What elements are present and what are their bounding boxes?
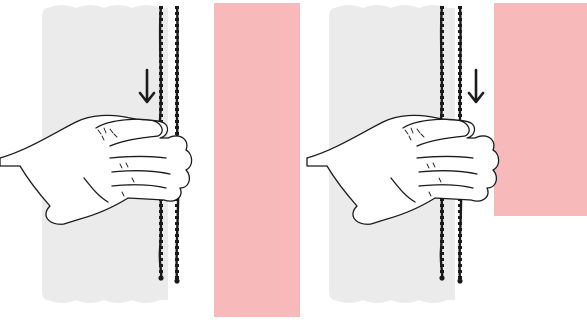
roller-blind	[494, 3, 587, 216]
arrow-down-icon	[138, 68, 156, 104]
panel-before	[0, 3, 300, 317]
panel-after	[287, 0, 587, 323]
hand-icon	[306, 114, 500, 225]
arrow-down-icon	[467, 68, 485, 104]
roller-blind	[214, 3, 300, 317]
illustration-before	[0, 3, 300, 317]
illustration-after	[306, 3, 587, 303]
hand-icon	[0, 114, 193, 225]
